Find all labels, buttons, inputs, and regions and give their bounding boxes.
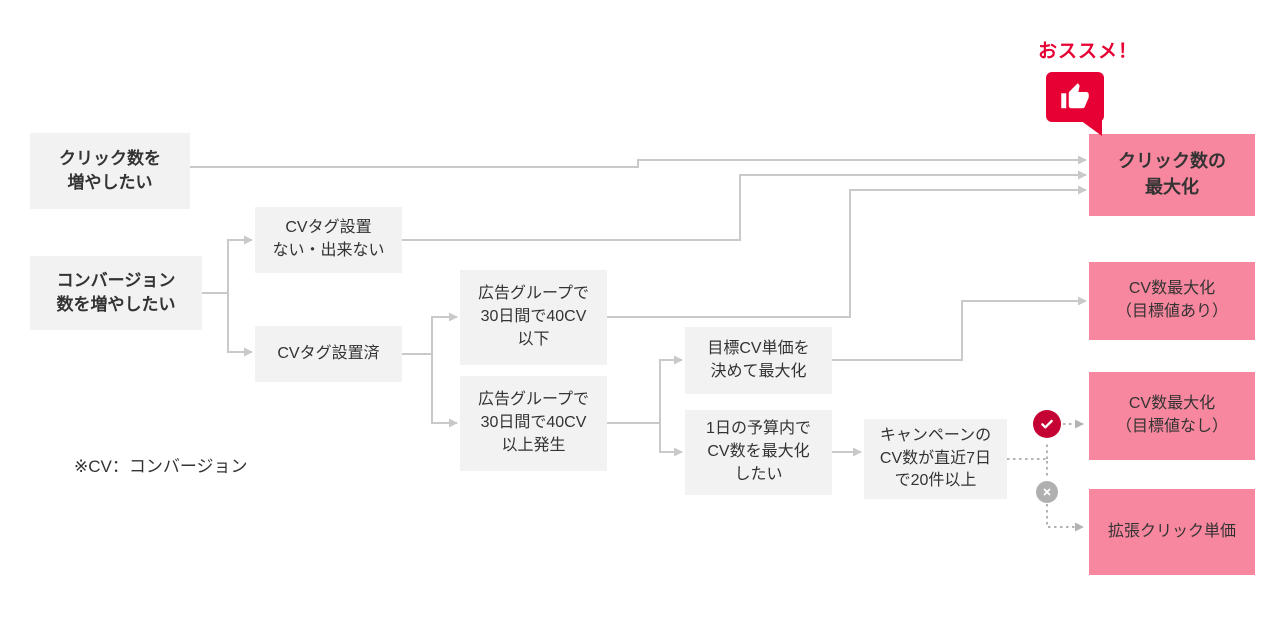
node-adgroup-40cv-or-less: 広告グループで 30日間で40CV 以下 [460,270,607,365]
node-maximize-clicks: クリック数の 最大化 [1089,134,1255,216]
thumbs-up-icon [1061,83,1089,109]
node-enhanced-cpc: 拡張クリック単価 [1089,489,1255,575]
recommend-badge-tail [1080,120,1102,136]
footnote: ※CV：コンバージョン [74,457,248,476]
check-icon [1033,410,1061,438]
node-no-cv-tag: CVタグ設置 ない・出来ない [255,207,402,273]
node-adgroup-40cv-or-more: 広告グループで 30日間で40CV 以上発生 [460,376,607,471]
node-want-clicks: クリック数を 増やしたい [30,133,190,209]
node-set-target-cpa: 目標CV単価を 決めて最大化 [685,327,832,394]
cross-icon [1036,481,1058,503]
node-maximize-cv-within-budget: 1日の予算内で CV数を最大化 したい [685,410,832,495]
recommend-label: おススメ！ [1038,41,1139,62]
recommend-badge [1046,72,1104,122]
node-campaign-20cv-last-7days: キャンペーンの CV数が直近7日 で20件以上 [864,419,1007,499]
node-maximize-cv-without-target: CV数最大化 （目標値なし） [1089,372,1255,460]
node-maximize-cv-with-target: CV数最大化 （目標値あり） [1089,262,1255,340]
node-cv-tag-installed: CVタグ設置済 [255,326,402,382]
node-want-conversions: コンバージョン 数を増やしたい [30,256,202,330]
